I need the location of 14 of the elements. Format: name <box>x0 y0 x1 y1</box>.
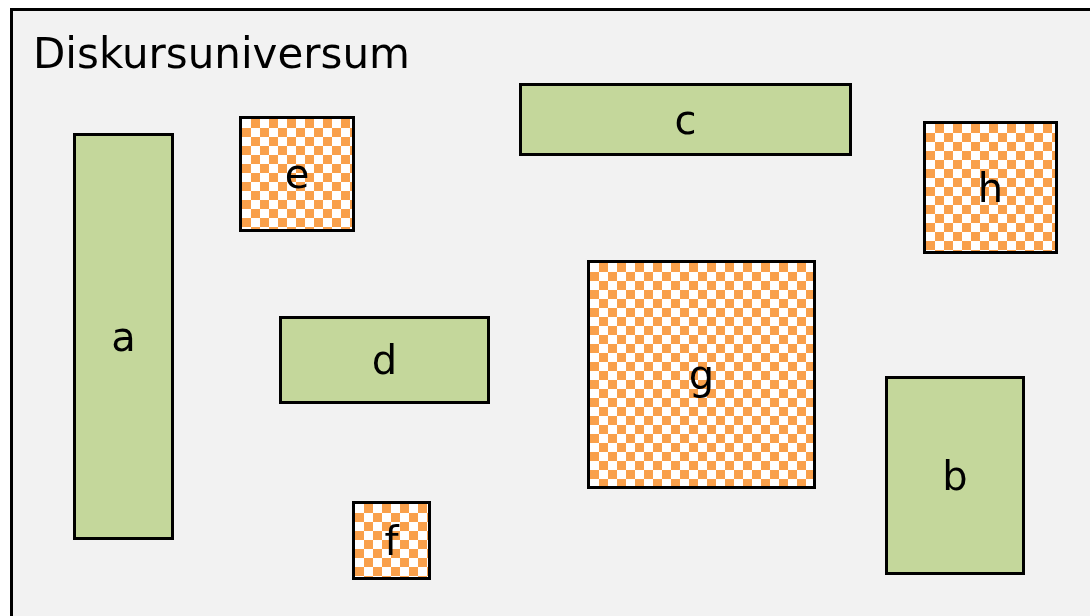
checkered-rectangle <box>923 121 1058 254</box>
universe-frame <box>10 8 1090 616</box>
solid-rectangle <box>73 133 174 540</box>
checkered-rectangle <box>587 260 816 489</box>
frame-title: Diskursuniversum <box>33 29 410 78</box>
set-label: c <box>674 96 697 143</box>
solid-rectangle <box>279 316 490 404</box>
solid-rectangle <box>519 83 852 156</box>
checkered-rectangle <box>352 501 431 580</box>
set-label: a <box>111 313 136 360</box>
set-label: d <box>371 337 398 383</box>
solid-rectangle <box>885 376 1025 575</box>
set-label: b <box>942 452 968 499</box>
checkered-rectangle <box>239 116 355 232</box>
